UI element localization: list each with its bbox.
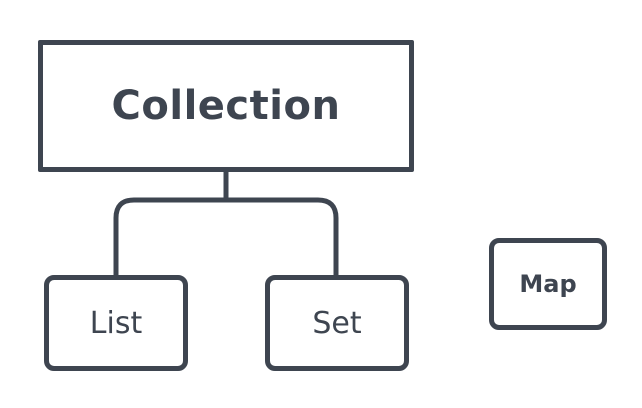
connector-to-list xyxy=(113,197,226,275)
collection-label: Collection xyxy=(111,83,341,129)
collection-node: Collection xyxy=(38,40,414,172)
connector-to-set xyxy=(226,197,339,275)
map-label: Map xyxy=(519,270,577,298)
list-label: List xyxy=(89,305,143,341)
set-label: Set xyxy=(312,305,362,341)
map-node: Map xyxy=(489,238,607,330)
set-node: Set xyxy=(265,275,409,371)
list-node: List xyxy=(44,275,188,371)
